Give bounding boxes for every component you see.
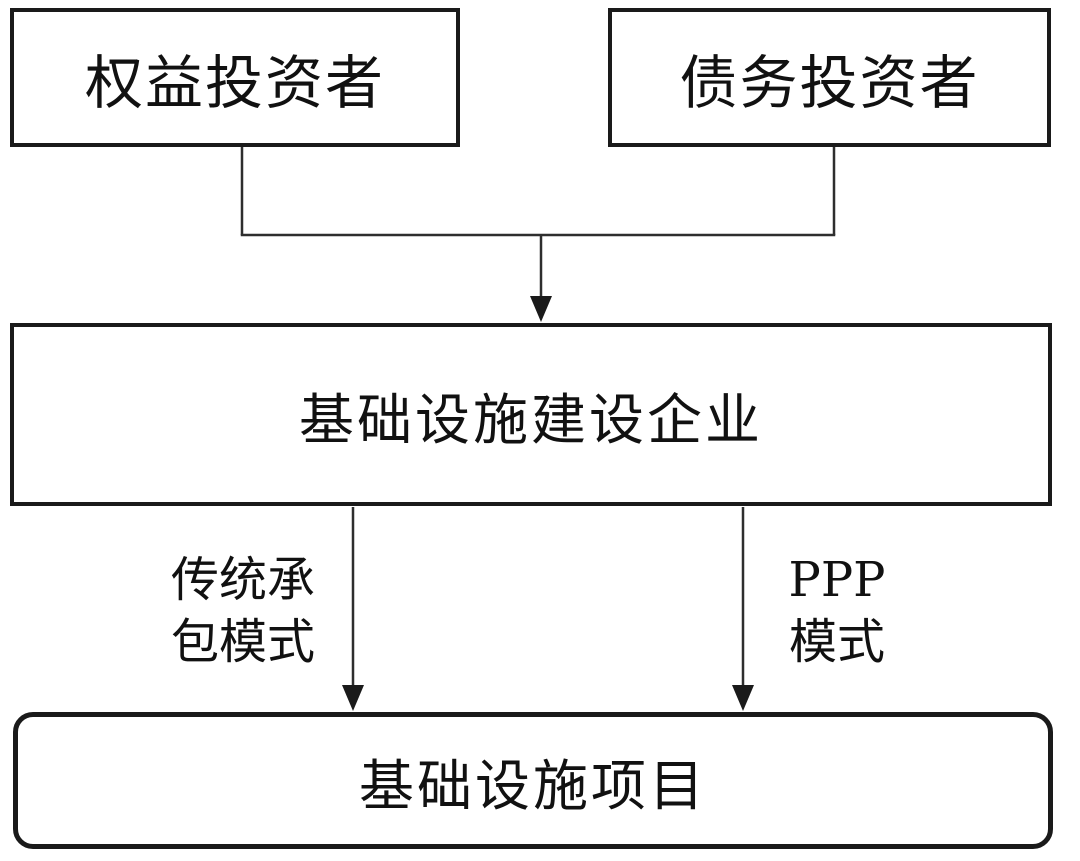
- node-debt-investors: 债务投资者: [608, 8, 1051, 147]
- node-equity-investors-label: 权益投资者: [84, 48, 385, 117]
- arrowhead-to-enterprise: [530, 296, 552, 322]
- node-equity-investors: 权益投资者: [10, 8, 460, 147]
- node-infrastructure-project-label: 基础设施项目: [358, 753, 707, 818]
- edge-label-ppp-line2: 模式: [788, 614, 885, 670]
- edge-label-traditional-contracting-line2: 包模式: [170, 614, 315, 670]
- node-debt-investors-label: 债务投资者: [679, 48, 980, 117]
- arrowhead-traditional-mode: [342, 685, 364, 711]
- node-infrastructure-construction-enterprise-label: 基础设施建设企业: [298, 387, 763, 452]
- arrowhead-ppp-mode: [732, 685, 754, 711]
- edge-label-ppp-line1: PPP: [788, 552, 886, 608]
- node-infrastructure-project: 基础设施项目: [13, 712, 1053, 849]
- node-infrastructure-construction-enterprise: 基础设施建设企业: [10, 323, 1052, 506]
- edge-label-traditional-contracting-line1: 传统承: [170, 552, 315, 608]
- edge-label-ppp-mode: PPP 模式: [766, 549, 908, 673]
- edge-label-traditional-contracting-mode: 传统承 包模式: [157, 549, 329, 673]
